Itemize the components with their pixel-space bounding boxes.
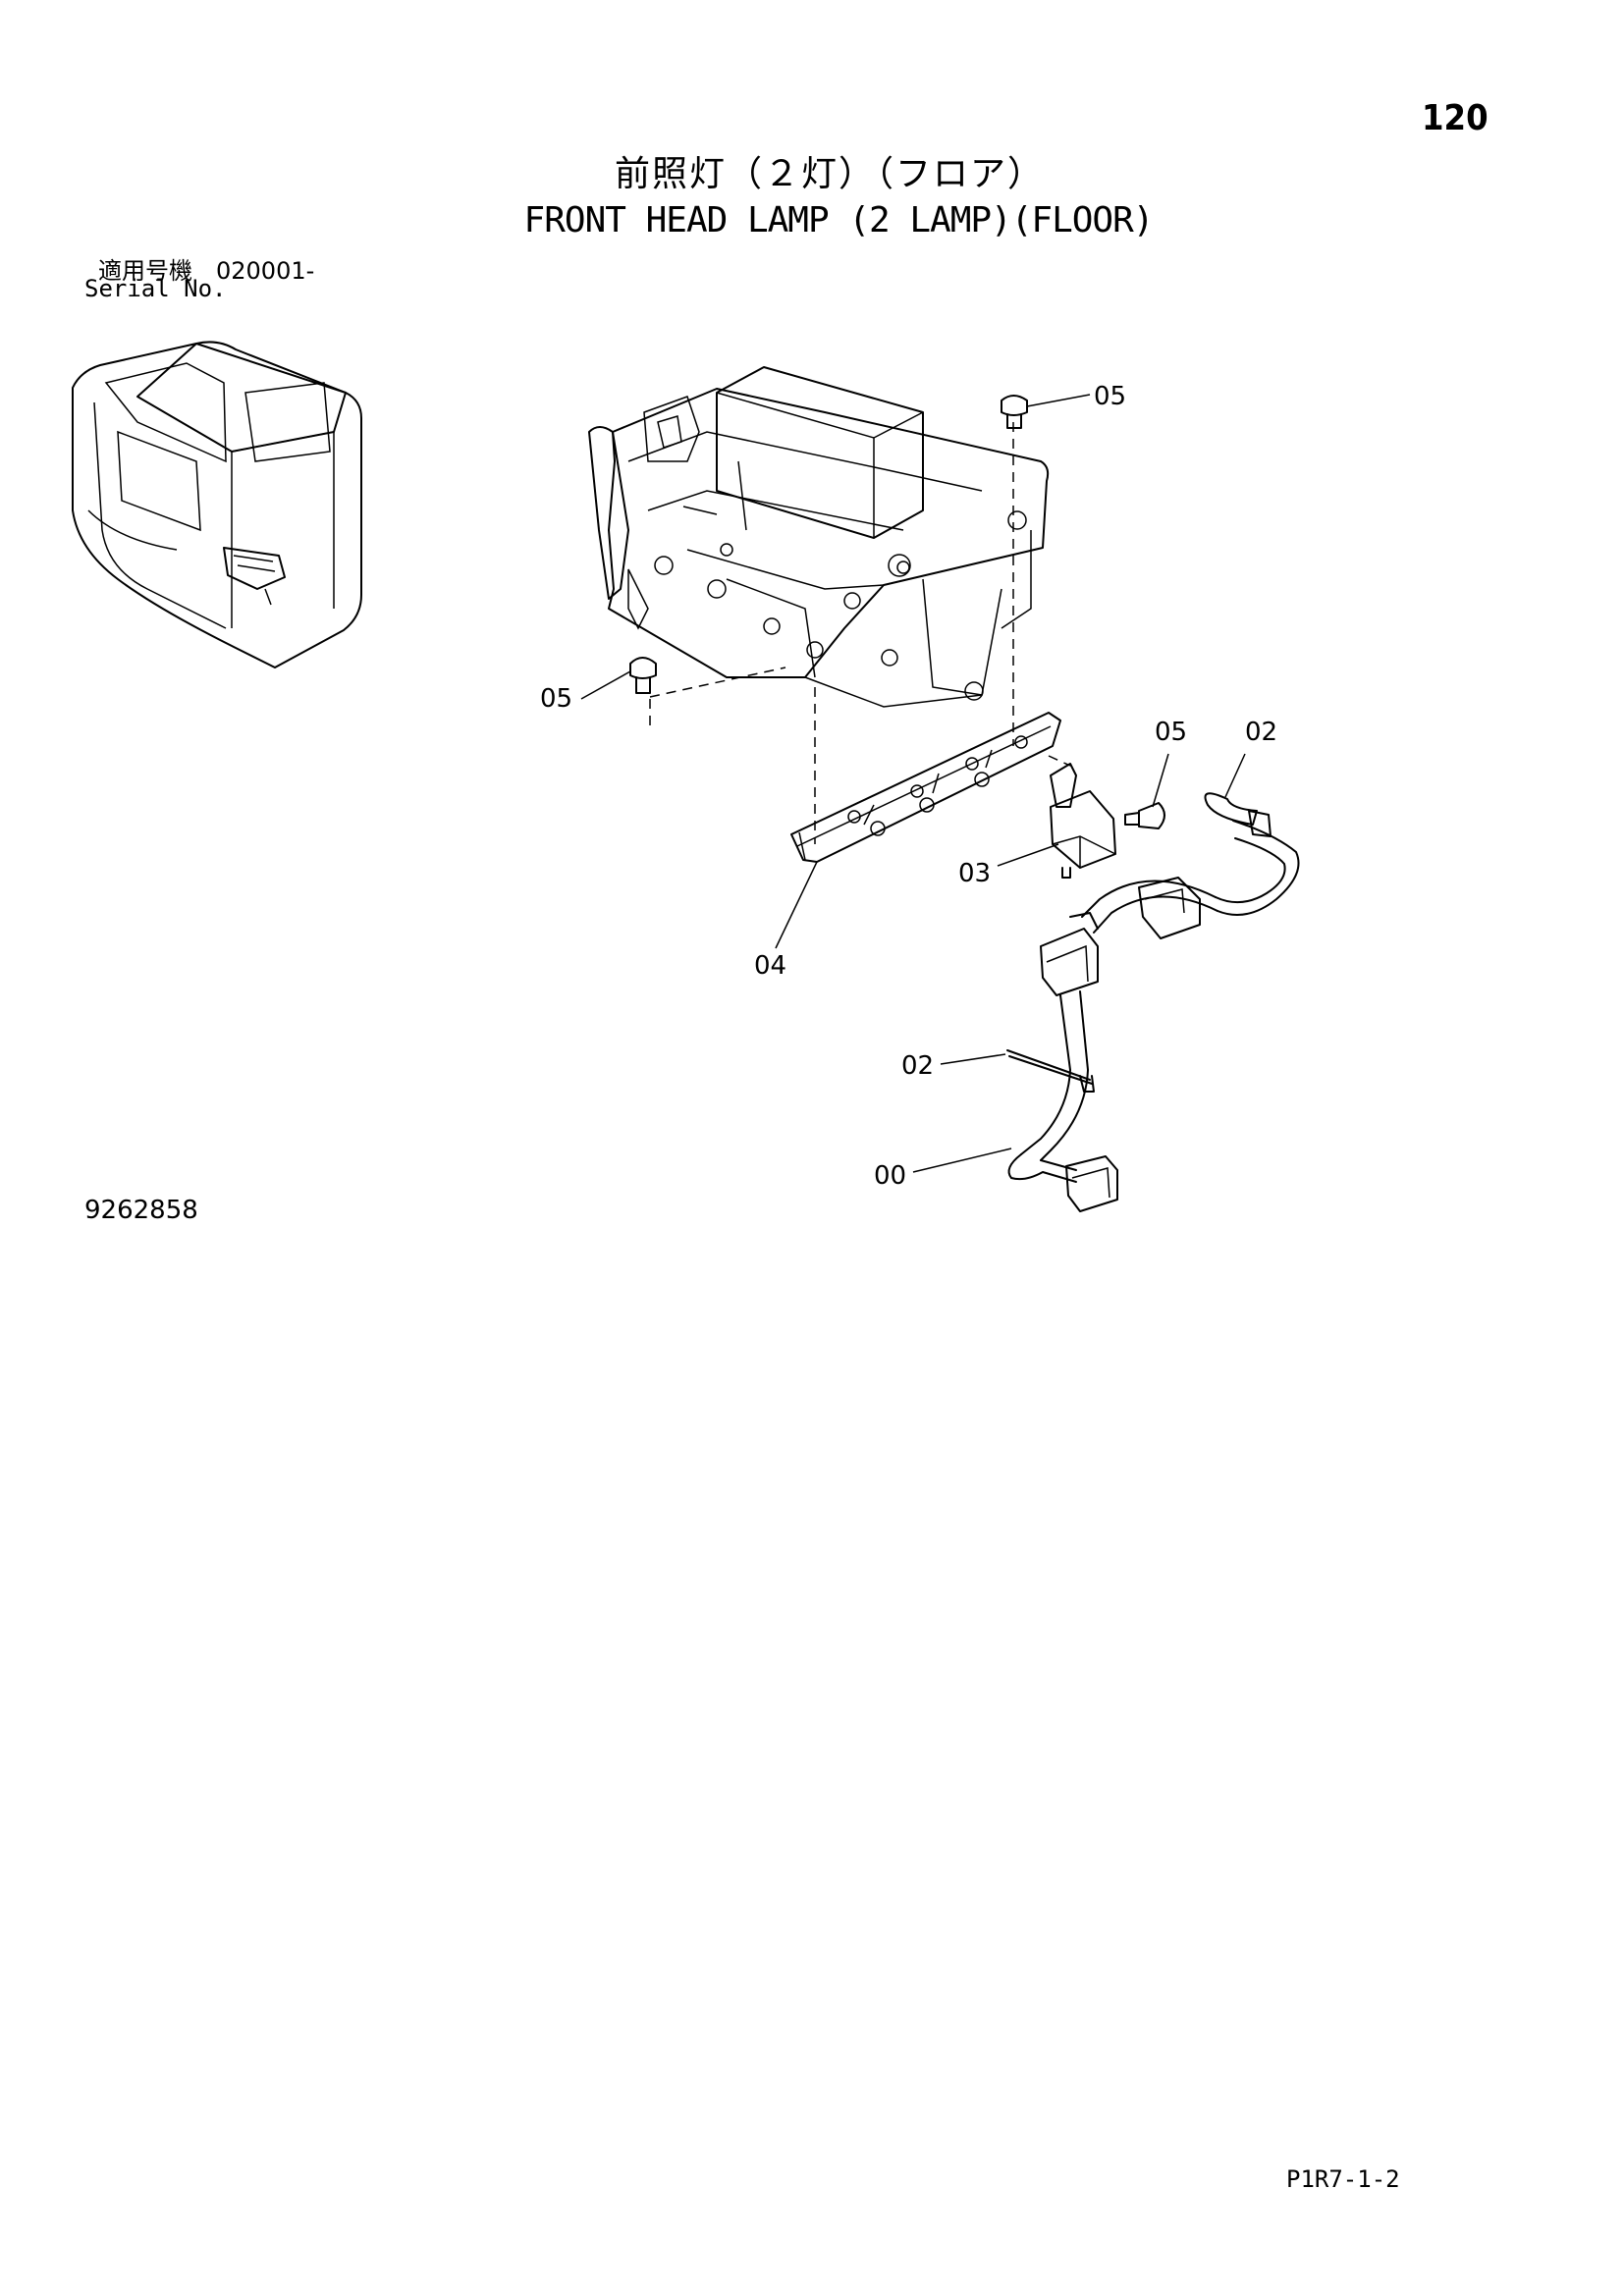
title-japanese: 前照灯（２灯）（フロア）	[614, 154, 1045, 194]
title-english: FRONT HEAD LAMP (2 LAMP)(FLOOR)	[523, 200, 1155, 240]
callout-05-left: 05	[540, 684, 572, 714]
bracket	[790, 712, 1061, 863]
page-number: 120	[1422, 98, 1489, 138]
callout-02-mid: 02	[901, 1051, 934, 1081]
callout-00: 00	[874, 1161, 906, 1191]
callout-04: 04	[754, 951, 786, 981]
serial-label-japanese: 適用号機 020001-	[98, 257, 315, 285]
leader-lines	[580, 394, 1246, 1173]
callout-02-top: 02	[1245, 718, 1277, 747]
bolt-right	[1124, 802, 1165, 829]
serial-label-english: Serial No.	[84, 275, 227, 302]
figure-number: 9262858	[84, 1196, 198, 1225]
callout-03: 03	[958, 859, 991, 888]
callout-05-top: 05	[1094, 382, 1126, 411]
relay-box	[643, 366, 924, 539]
page-code: P1R7-1-2	[1286, 2165, 1400, 2193]
mounting-plate	[588, 388, 1050, 708]
bolt-left	[629, 657, 657, 694]
relay	[1050, 763, 1116, 879]
assembly-lines	[649, 422, 1071, 844]
cab-overview-illustration	[72, 341, 362, 668]
callout-05-right: 05	[1155, 718, 1187, 747]
bolt-top	[1001, 395, 1028, 429]
wire-harness	[1006, 792, 1300, 1212]
